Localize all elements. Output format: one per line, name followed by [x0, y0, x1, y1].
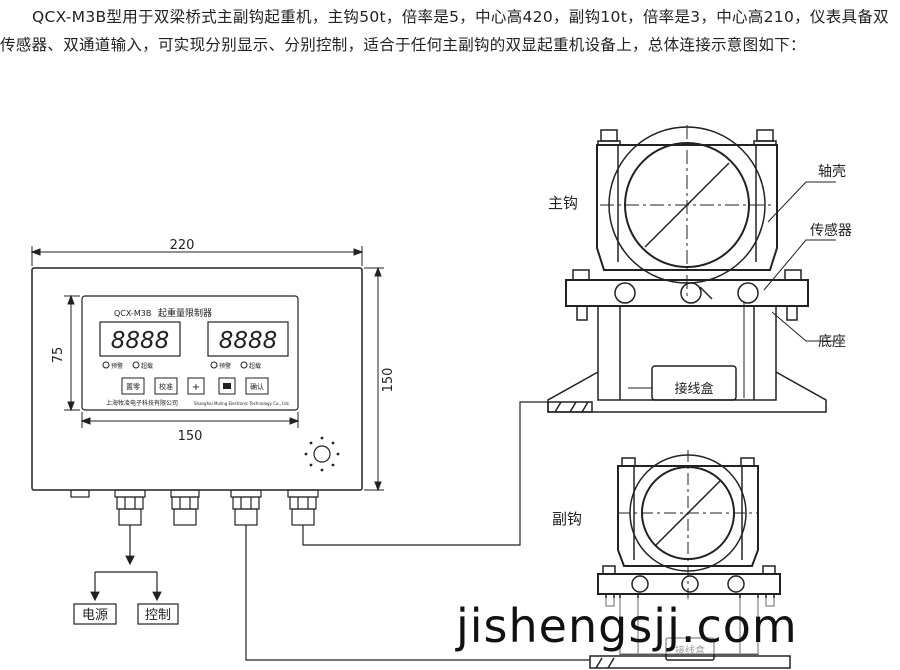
- control-label: 控制: [145, 608, 171, 623]
- aux-hook-title: 副钩: [552, 510, 582, 528]
- cable-gland-blank: [70, 489, 90, 498]
- sensor-label: 传感器: [810, 222, 852, 239]
- cable-gland-2: [170, 489, 200, 526]
- main-hook-title: 主钩: [548, 194, 578, 212]
- led-over-1: [132, 361, 140, 369]
- output-tree: [73, 525, 179, 625]
- dim-panel-width: 150: [178, 429, 203, 444]
- aux-hook-cable: [245, 525, 590, 661]
- led-label-2: 超载: [141, 362, 153, 370]
- power-box: [73, 603, 117, 625]
- company-name-en: Shanghai Muling Electronic Technology Co…: [194, 401, 290, 406]
- display-left-digits: 8888: [111, 328, 170, 354]
- buzzer-icon: [304, 436, 340, 472]
- led-over-2: [240, 361, 248, 369]
- cable-gland-power: [114, 489, 146, 526]
- dim-panel-height: 75: [51, 347, 66, 364]
- plus-button[interactable]: [187, 377, 205, 395]
- display-right-digits: 8888: [219, 328, 278, 354]
- minus-button-label: −: [227, 388, 228, 390]
- led-warn-1: [102, 361, 110, 369]
- intro-text: QCX-M3B型用于双梁桥式主副钩起重机，主钩50t，倍率是5，中心高420，副…: [0, 8, 889, 54]
- plus-button-label: +: [192, 382, 200, 393]
- minus-button[interactable]: [218, 377, 236, 395]
- led-warn-2: [210, 361, 218, 369]
- cable-gland-main: [287, 489, 319, 526]
- instrument: 220 150 75 150 QCX-M3B 起重量限制器 8888 8888: [30, 238, 396, 526]
- base-label: 底座: [818, 334, 846, 350]
- display-right: [207, 321, 289, 357]
- company-name: 上海牧凌电子科技有限公司: [106, 399, 178, 407]
- watermark: jishengsjj.com: [450, 598, 804, 654]
- led-label-4: 超载: [249, 362, 261, 370]
- model-label: QCX-M3B: [114, 309, 151, 318]
- confirm-button[interactable]: [245, 377, 269, 395]
- calibrate-button-label: 校准: [159, 382, 173, 391]
- confirm-button-label: 确认: [250, 382, 264, 391]
- zero-button-label: 置零: [126, 383, 140, 391]
- main-junction-box-label: 接线盒: [674, 381, 713, 397]
- main-hook-cable: [302, 401, 548, 546]
- cable-gland-aux: [230, 489, 262, 526]
- instrument-name: 起重量限制器: [158, 307, 212, 319]
- shell-label: 轴壳: [818, 163, 846, 180]
- led-label-3: 预警: [219, 362, 231, 370]
- calibrate-button[interactable]: [154, 377, 178, 395]
- main-junction-box: [651, 365, 737, 401]
- main-hook-callouts: [763, 181, 836, 342]
- control-box: [137, 603, 179, 625]
- front-panel: [81, 295, 299, 411]
- dim-height: 150: [381, 368, 396, 393]
- display-left: [99, 321, 181, 357]
- zero-button[interactable]: [121, 377, 145, 395]
- dim-width: 220: [170, 238, 195, 253]
- led-label-1: 预警: [111, 362, 123, 370]
- minus-icon: [223, 383, 231, 389]
- power-label: 电源: [82, 608, 108, 623]
- main-hook-sensor-assembly: [547, 125, 827, 413]
